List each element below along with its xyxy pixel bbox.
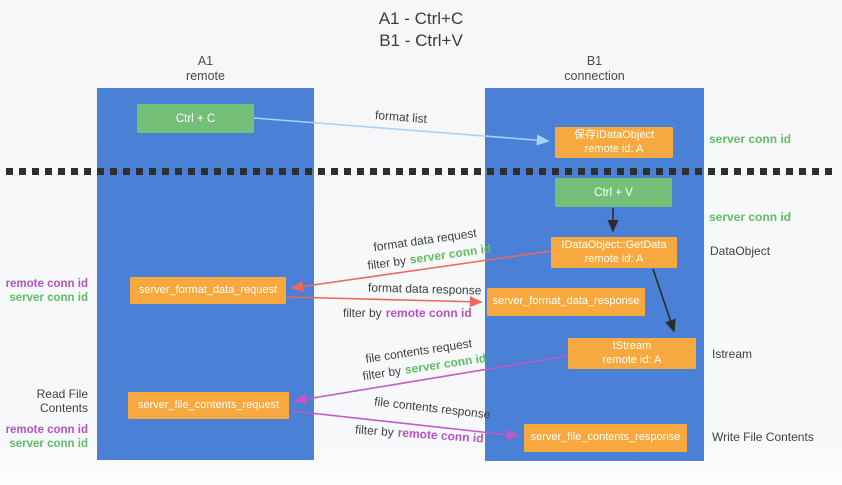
- lane-a1-name: A1: [197, 54, 214, 68]
- left-conn-id-block-2: Read File Contents remote conn id server…: [0, 387, 88, 451]
- filter-by-text: filter by: [361, 363, 402, 384]
- node-format-request-label: server_format_data_request: [138, 283, 278, 296]
- node-ctrl-c: Ctrl + C: [137, 104, 254, 133]
- label-server-conn-id-top-right: server conn id: [709, 132, 792, 146]
- format-data-response-arrow: [286, 296, 483, 308]
- node-ctrl-c-label: Ctrl + C: [175, 112, 216, 125]
- title-line-2: B1 - Ctrl+V: [379, 31, 463, 50]
- diagram-title: A1 - Ctrl+C B1 - Ctrl+V: [0, 8, 842, 52]
- label-format-list: format list: [374, 107, 428, 127]
- lane-b1-role: connection: [564, 69, 625, 83]
- lane-header-b1: B1 connection: [485, 54, 704, 84]
- lane-b1-name: B1: [586, 54, 603, 68]
- node-idataobject-getdata: IDataObject::GetData remote id: A: [551, 237, 677, 268]
- label-file-contents-response: file contents response: [373, 394, 492, 422]
- node-save-idataobject-line2: remote id: A: [584, 142, 644, 155]
- node-ctrl-v-label: Ctrl + V: [594, 186, 633, 199]
- label-server-conn-id-1: server conn id: [9, 292, 88, 304]
- node-server-format-data-response: server_format_data_response: [487, 288, 645, 316]
- node-getdata-line2: remote id: A: [584, 252, 644, 265]
- session-divider-dotted-line: [6, 168, 836, 175]
- label-istream: Istream: [712, 347, 753, 361]
- node-server-file-contents-response: server_file_contents_response: [524, 424, 687, 452]
- node-server-file-contents-request: server_file_contents_request: [128, 392, 289, 419]
- node-save-idataobject-line1: 保存IDataObject: [573, 129, 655, 141]
- filter-by-text: filter by: [343, 306, 382, 320]
- left-conn-id-block-1: remote conn id server conn id: [0, 277, 88, 305]
- label-read-file-contents: Read File Contents: [36, 387, 88, 415]
- node-getdata-line1: IDataObject::GetData: [561, 239, 667, 251]
- title-line-1: A1 - Ctrl+C: [378, 9, 464, 28]
- filter-by-text: filter by: [366, 253, 407, 273]
- node-istream-line2: remote id: A: [602, 353, 662, 366]
- node-format-response-label: server_format_data_response: [492, 295, 640, 308]
- remote-conn-id-text: remote conn id: [385, 306, 472, 320]
- remote-conn-id-text: remote conn id: [397, 425, 485, 446]
- lane-a1-role: remote: [186, 69, 225, 83]
- node-ctrl-v: Ctrl + V: [555, 178, 672, 207]
- node-file-response-label: server_file_contents_response: [530, 431, 681, 444]
- label-format-data-response: format data response: [367, 280, 482, 298]
- lane-header-a1: A1 remote: [97, 54, 314, 84]
- node-save-idataobject: 保存IDataObject remote id: A: [555, 127, 673, 158]
- label-server-conn-id-2: server conn id: [9, 438, 88, 450]
- filter-by-text: filter by: [354, 422, 395, 440]
- node-server-format-data-request: server_format_data_request: [130, 277, 286, 304]
- label-dataobject: DataObject: [710, 244, 771, 258]
- node-istream-line1: IStream: [612, 340, 652, 352]
- label-write-file-contents: Write File Contents: [712, 430, 814, 444]
- node-file-request-label: server_file_contents_request: [137, 398, 280, 411]
- node-istream: IStream remote id: A: [568, 338, 696, 369]
- label-remote-conn-id-2: remote conn id: [5, 424, 88, 436]
- label-server-conn-id-mid-right: server conn id: [709, 210, 792, 224]
- label-remote-conn-id-1: remote conn id: [5, 278, 88, 290]
